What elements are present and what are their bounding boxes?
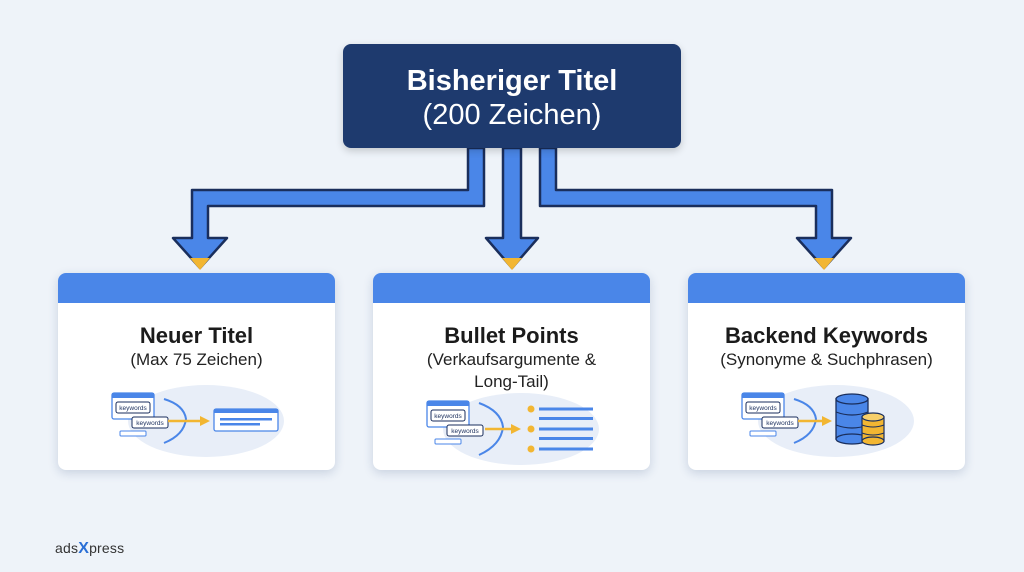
keyword-chip: keywords (434, 413, 462, 420)
card-title: Neuer Titel (139, 323, 254, 348)
root-node: Bisheriger Titel (200 Zeichen) (343, 44, 681, 148)
keywords-to-title-illustration: keywords keywords (111, 385, 284, 457)
keywords-to-bullets-illustration: keywords keywords (426, 393, 599, 465)
card-backend-keywords: Backend Keywords (Synonyme & Suchphrasen… (688, 273, 965, 470)
card-title: Bullet Points (444, 323, 579, 348)
card-header-bar (58, 273, 335, 303)
root-title: Bisheriger Titel (406, 65, 618, 97)
brand-prefix: ads (55, 540, 79, 556)
card-neuer-titel: Neuer Titel (Max 75 Zeichen) keywords ke… (58, 273, 335, 470)
card-header-bar (373, 273, 650, 303)
keyword-chip: keywords (766, 420, 794, 427)
brand-x: X (78, 540, 90, 557)
keyword-chip: keywords (451, 428, 479, 435)
brand-logo: adsXpress (55, 540, 124, 558)
card-header-bar (688, 273, 965, 303)
card-title: Backend Keywords (725, 323, 928, 348)
keyword-chip: keywords (136, 420, 164, 427)
card-subtitle: (Max 75 Zeichen) (130, 350, 263, 369)
card-subtitle-line-2: Long-Tail) (474, 372, 549, 391)
keyword-chip: keywords (119, 405, 147, 412)
arrow-to-neuer-titel (171, 146, 486, 270)
card-bullet-points: Bullet Points (Verkaufsargumente & Long-… (373, 273, 650, 470)
keyword-chip: keywords (749, 405, 777, 412)
arrow-to-backend-keywords (538, 146, 853, 270)
keywords-to-database-illustration: keywords keywords (741, 385, 914, 457)
brand-suffix: press (89, 540, 125, 556)
card-subtitle: (Synonyme & Suchphrasen) (720, 350, 933, 369)
card-subtitle-line-1: (Verkaufsargumente & (426, 350, 597, 369)
arrow-to-bullet-points (484, 146, 540, 270)
root-subtitle: (200 Zeichen) (422, 99, 602, 131)
coins-icon (861, 412, 885, 446)
